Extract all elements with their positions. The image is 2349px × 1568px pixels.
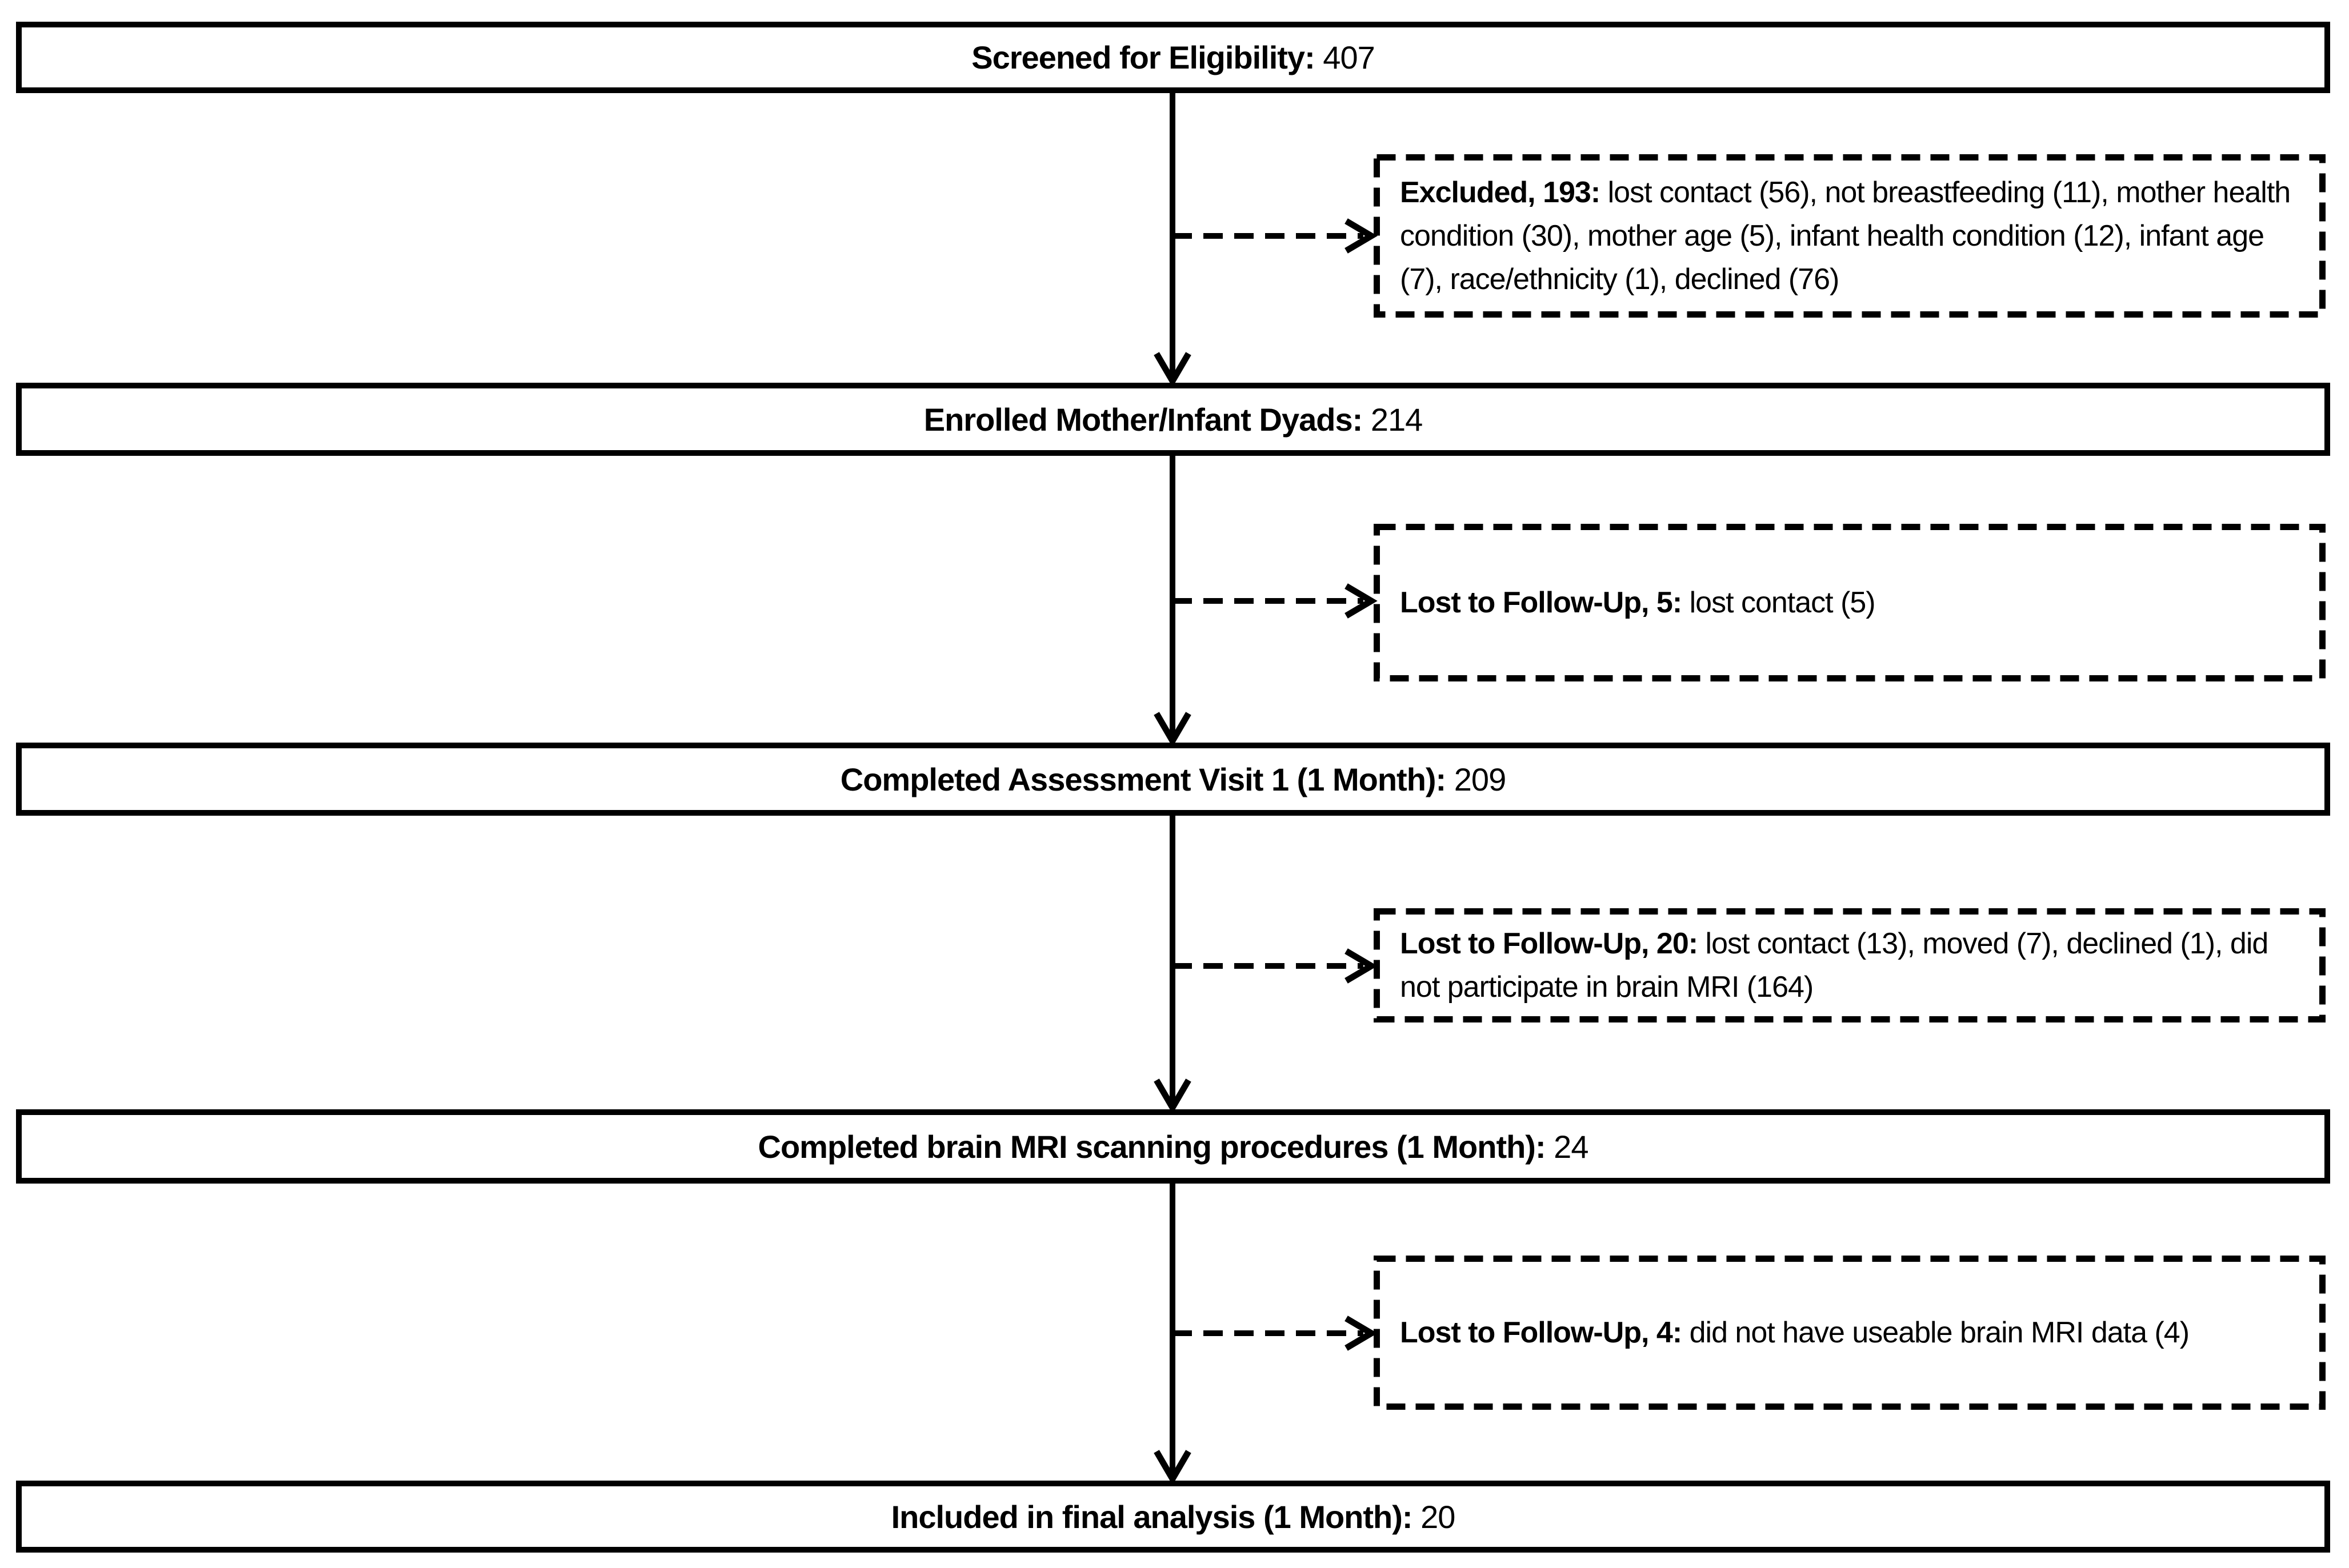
side-box-label: Excluded, 193: xyxy=(1400,176,1600,209)
flow-box-text: Included in final analysis (1 Month): 20 xyxy=(891,1498,1456,1535)
flow-box-value: 407 xyxy=(1323,39,1375,75)
flow-box-label: Included in final analysis (1 Month): xyxy=(891,1498,1413,1535)
side-box-border-lost-4 xyxy=(1374,1256,2326,1410)
flow-box-enrolled: Enrolled Mother/Infant Dyads: 214 xyxy=(16,383,2330,456)
flow-box-label: Enrolled Mother/Infant Dyads: xyxy=(923,401,1363,438)
side-box-lost-4: Lost to Follow-Up, 4: did not have useab… xyxy=(1374,1256,2326,1410)
side-box-text: Excluded, 193: lost contact (56), not br… xyxy=(1374,171,2326,301)
side-box-border-lost-20 xyxy=(1374,908,2326,1022)
branch-arrowhead-4 xyxy=(1344,1316,1378,1351)
side-box-label: Lost to Follow-Up, 20: xyxy=(1400,927,1698,960)
flow-box-mri: Completed brain MRI scanning procedures … xyxy=(16,1109,2330,1184)
flow-box-value: 20 xyxy=(1420,1498,1455,1535)
down-arrowhead-3 xyxy=(1154,1078,1191,1114)
down-arrowhead-4 xyxy=(1154,1450,1191,1485)
side-box-label: Lost to Follow-Up, 4: xyxy=(1400,1316,1682,1349)
side-box-detail: did not have useable brain MRI data (4) xyxy=(1689,1316,2190,1349)
side-box-text: Lost to Follow-Up, 20: lost contact (13)… xyxy=(1374,922,2326,1009)
side-box-detail: lost contact (13), moved (7), declined (… xyxy=(1400,927,2268,1004)
flow-box-visit1: Completed Assessment Visit 1 (1 Month): … xyxy=(16,743,2330,816)
side-box-border-excluded xyxy=(1374,154,2326,318)
side-box-lost-20: Lost to Follow-Up, 20: lost contact (13)… xyxy=(1374,908,2326,1022)
flow-box-screened: Screened for Eligibility: 407 xyxy=(16,22,2330,93)
side-box-border-lost-5 xyxy=(1374,524,2326,681)
side-box-label: Lost to Follow-Up, 5: xyxy=(1400,586,1682,619)
side-box-excluded: Excluded, 193: lost contact (56), not br… xyxy=(1374,154,2326,318)
side-box-detail: lost contact (5) xyxy=(1689,586,1876,619)
flow-box-final: Included in final analysis (1 Month): 20 xyxy=(16,1481,2330,1553)
branch-arrowhead-1 xyxy=(1344,218,1378,254)
branch-arrowhead-2 xyxy=(1344,583,1378,619)
down-arrowhead-1 xyxy=(1154,352,1191,387)
flow-box-text: Completed Assessment Visit 1 (1 Month): … xyxy=(841,761,1506,798)
side-box-lost-5: Lost to Follow-Up, 5: lost contact (5) xyxy=(1374,524,2326,681)
flow-box-value: 24 xyxy=(1554,1128,1588,1165)
flow-box-label: Completed Assessment Visit 1 (1 Month): xyxy=(840,761,1446,797)
flow-box-value: 214 xyxy=(1370,401,1423,438)
flow-box-value: 209 xyxy=(1454,761,1506,797)
side-box-detail: lost contact (56), not breastfeeding (11… xyxy=(1400,176,2291,296)
branch-arrowhead-3 xyxy=(1344,948,1378,984)
flow-box-text: Screened for Eligibility: 407 xyxy=(971,39,1375,76)
side-box-text: Lost to Follow-Up, 4: did not have useab… xyxy=(1374,1311,2212,1354)
side-box-text: Lost to Follow-Up, 5: lost contact (5) xyxy=(1374,581,1898,624)
flow-box-text: Enrolled Mother/Infant Dyads: 214 xyxy=(924,401,1423,438)
flow-box-text: Completed brain MRI scanning procedures … xyxy=(758,1128,1589,1165)
flow-box-label: Screened for Eligibility: xyxy=(971,39,1315,75)
flow-box-label: Completed brain MRI scanning procedures … xyxy=(758,1128,1546,1165)
down-arrowhead-2 xyxy=(1154,712,1191,747)
